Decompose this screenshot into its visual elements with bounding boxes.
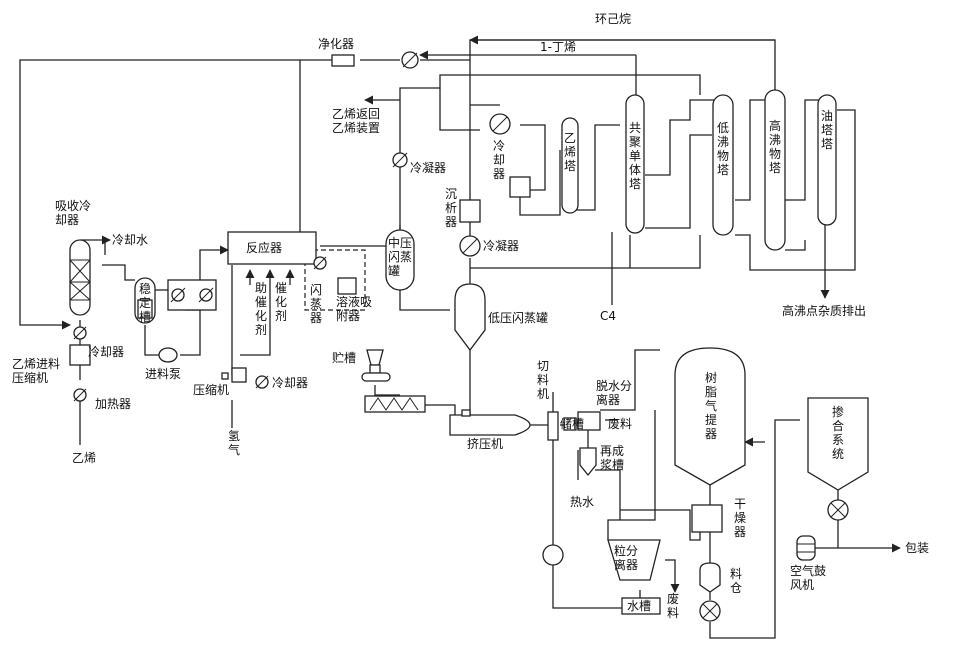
lp-flash-drum xyxy=(454,283,486,352)
cooler-small-2 xyxy=(255,375,269,389)
label-dryer: 干燥器 xyxy=(734,497,746,539)
water-tank-box xyxy=(621,597,661,615)
label-ethylene-tower: 乙烯塔 xyxy=(564,131,576,173)
label-butene: 1-丁烯 xyxy=(540,40,576,54)
dryer-box xyxy=(691,504,723,533)
oil-tower xyxy=(817,94,837,226)
label-heater: 加热器 xyxy=(95,397,131,411)
label-reactor: 反应器 xyxy=(246,240,282,255)
absorb-cooler-column xyxy=(69,239,91,316)
label-compressor: 压缩机 xyxy=(193,382,229,397)
label-packaging: 包装 xyxy=(905,541,929,555)
label-cooler-2: 冷却器 xyxy=(493,139,505,181)
heater-small xyxy=(73,388,87,402)
resin-stripper xyxy=(674,347,746,486)
low-boiler-tower xyxy=(712,94,734,236)
feed-pump xyxy=(158,347,178,363)
label-hp-flash: 中压闪蒸罐 xyxy=(388,235,412,278)
silo-vessel xyxy=(699,562,721,593)
label-purge-vessel: 沉析器 xyxy=(445,187,457,229)
reslurry-tank xyxy=(579,447,597,477)
heat-exchanger-top xyxy=(401,51,419,69)
label-separator: 脱水分离器 xyxy=(596,378,632,407)
label-water-tank: 水槽 xyxy=(627,599,651,613)
label-pellet-separator: 粒分离器 xyxy=(614,543,638,572)
label-hydrogen: 氢气 xyxy=(228,428,240,457)
label-reslurry-tank: 再成浆槽 xyxy=(600,444,624,472)
pump-circle xyxy=(542,544,564,566)
label-c4: C4 xyxy=(600,309,616,323)
labels: 环己烷 1-丁烯 净化器 乙烯返回乙烯装置 冷凝器 吸收冷却器 冷却水 反应器 … xyxy=(12,12,929,620)
label-hot-water: 热水 xyxy=(570,495,594,509)
label-blending-system: 掺合系统 xyxy=(832,404,844,461)
solvent-adsorber-box xyxy=(337,277,357,295)
ethylene-tower xyxy=(561,117,579,214)
cooler-small-1 xyxy=(73,326,87,340)
label-purifier: 净化器 xyxy=(318,37,354,51)
label-cooler-4: 冷却器 xyxy=(272,376,308,390)
purge-vessel-box xyxy=(459,199,481,223)
label-tank-small: 储槽 xyxy=(560,416,584,431)
label-catalyst: 催化剂 xyxy=(275,281,287,323)
blending-vessel xyxy=(807,397,869,491)
hp-flash-drum xyxy=(385,229,415,291)
label-air-blower: 空气鼓风机 xyxy=(790,563,826,592)
air-blower xyxy=(796,535,816,561)
label-solvent-adsorber: 溶液吸附器 xyxy=(336,294,372,323)
condenser-1-symbol xyxy=(392,152,408,168)
label-low-boiler-tower: 低沸物塔 xyxy=(717,121,729,177)
cooler-2-drum xyxy=(509,176,531,198)
evaporator-symbol xyxy=(313,256,327,270)
label-cyclohexane: 环己烷 xyxy=(595,12,631,26)
label-feed-pump: 进料泵 xyxy=(145,367,181,381)
label-resin-stripper: 树脂气提器 xyxy=(705,370,717,441)
label-cocatalyst: 助催化剂 xyxy=(255,281,267,337)
high-boiler-tower xyxy=(764,89,786,251)
label-ethylene: 乙烯 xyxy=(72,451,96,465)
label-cooling-water: 冷却水 xyxy=(112,233,148,247)
label-comonomer-tower: 共聚单体塔 xyxy=(629,121,641,191)
stabilizer-tank xyxy=(134,277,156,324)
label-lp-flash: 低压闪蒸罐 xyxy=(488,311,548,325)
hydrogen-compressor xyxy=(221,367,247,383)
dewater-separator xyxy=(577,411,601,431)
comonomer-tower xyxy=(625,94,645,234)
screw-conveyor xyxy=(364,395,426,413)
label-ethylene-compressor: 乙烯进料压缩机 xyxy=(12,357,60,385)
reactor-vessel xyxy=(227,231,317,265)
label-pelletizer: 切料机 xyxy=(537,359,549,401)
purifier-box xyxy=(331,54,355,67)
label-ethylene-return: 乙烯返回乙烯装置 xyxy=(332,107,380,135)
label-waste-1: 废料 xyxy=(608,416,632,431)
equipment xyxy=(69,51,869,622)
label-storage-tank: 贮槽 xyxy=(332,350,356,365)
extruder-body xyxy=(449,409,531,436)
label-extruder: 挤压机 xyxy=(467,436,503,451)
label-silo: 料仓 xyxy=(730,567,742,595)
label-waste-2: 废料 xyxy=(667,591,679,620)
label-evaporator: 闪蒸器 xyxy=(310,283,322,325)
pelletizer-box xyxy=(547,411,559,441)
label-absorb-cooler: 吸收冷却器 xyxy=(55,199,91,227)
tank-small-box xyxy=(563,417,577,431)
pellet-separator-body xyxy=(607,539,661,581)
heat-exchanger-pair xyxy=(167,279,217,311)
label-stabilizer-tank: 稳定槽 xyxy=(139,281,151,324)
label-condenser-1: 冷凝器 xyxy=(410,160,446,175)
label-high-boiler-tower: 高沸物塔 xyxy=(769,118,781,175)
ethylene-compressor-box xyxy=(69,344,91,366)
label-high-bp-discharge: 高沸点杂质排出 xyxy=(782,303,866,318)
label-oil-tower: 油塔塔 xyxy=(821,109,833,151)
label-cooler-3: 冷却器 xyxy=(88,345,124,359)
storage-hopper xyxy=(361,349,391,382)
label-condenser-2: 冷凝器 xyxy=(483,238,519,253)
